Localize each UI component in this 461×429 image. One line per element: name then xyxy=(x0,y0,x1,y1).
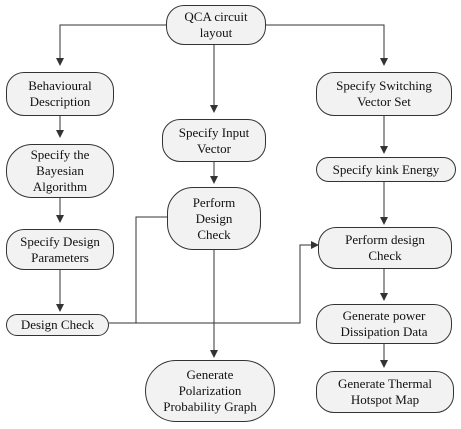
arrow-qca-to-switching xyxy=(266,24,388,66)
node-perform-design-check-right: Perform design Check xyxy=(318,227,452,269)
node-specify-input-vector: Specify Input Vector xyxy=(162,119,266,162)
node-generate-polarization-probability-graph: Generate Polarization Probability Graph xyxy=(145,360,275,422)
node-specify-kink-energy: Specify kink Energy xyxy=(316,157,456,182)
line-perform-to-designcheck xyxy=(135,216,167,323)
node-generate-thermal-hotspot-map: Generate Thermal Hotspot Map xyxy=(316,371,454,413)
arrow-designcheck-to-perform-right xyxy=(109,241,319,324)
node-specify-switching-vector-set: Specify Switching Vector Set xyxy=(316,72,452,116)
node-specify-design-parameters: Specify Design Parameters xyxy=(6,229,114,270)
node-behavioural-description: Behavioural Description xyxy=(6,72,114,116)
node-specify-bayesian-algorithm: Specify the Bayesian Algorithm xyxy=(6,144,114,198)
node-design-check: Design Check xyxy=(6,314,109,336)
node-qca-circuit-layout: QCA circuit layout xyxy=(166,5,266,45)
arrow-qca-to-behavioural xyxy=(56,24,166,66)
node-perform-design-check: Perform Design Check xyxy=(167,187,261,250)
node-generate-power-dissipation-data: Generate power Dissipation Data xyxy=(316,304,452,344)
